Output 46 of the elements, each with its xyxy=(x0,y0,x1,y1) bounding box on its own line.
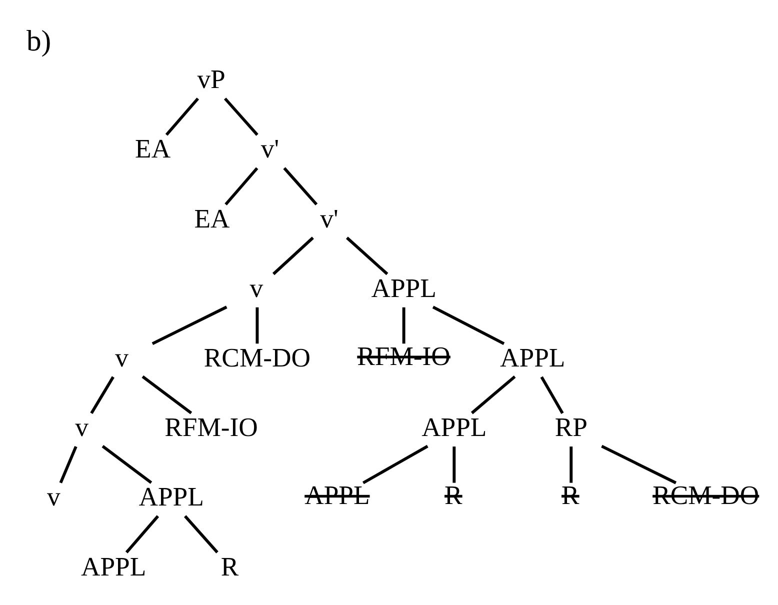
connector xyxy=(59,445,78,483)
node-text: v xyxy=(250,272,264,302)
connector xyxy=(362,444,428,484)
node-text: R xyxy=(562,480,580,510)
node-text: RCM-DO xyxy=(204,342,310,372)
node-text: v' xyxy=(320,202,338,233)
connector xyxy=(283,166,318,205)
node-text: APPL xyxy=(304,480,370,510)
node-text: APPL xyxy=(81,550,146,581)
connector xyxy=(165,97,200,136)
connector xyxy=(224,97,258,136)
connector xyxy=(125,514,160,553)
node-text: v xyxy=(115,342,128,372)
node-text: R xyxy=(444,480,462,510)
connector xyxy=(540,376,564,414)
node-text: v xyxy=(46,481,60,512)
connector xyxy=(432,305,505,344)
connector xyxy=(152,305,228,345)
node-text: EA xyxy=(135,133,171,164)
node-text: EA xyxy=(194,202,230,233)
connector xyxy=(142,374,192,414)
node-text: APPL xyxy=(371,272,436,302)
node-text: v' xyxy=(260,133,280,164)
connector xyxy=(184,514,218,553)
connector xyxy=(90,376,114,414)
node-text: R xyxy=(220,550,239,581)
node-text: RFM-IO xyxy=(357,340,450,371)
connector xyxy=(272,236,314,275)
node-text: RCM-DO xyxy=(652,480,760,510)
connector xyxy=(256,306,259,344)
connector xyxy=(346,236,388,275)
node-text: vP xyxy=(197,64,226,94)
connector xyxy=(601,444,677,484)
node-text: APPL xyxy=(500,342,566,372)
node-text: APPL xyxy=(422,412,487,442)
node-text: v xyxy=(75,412,88,442)
connector xyxy=(102,444,152,484)
diagram-title: b) xyxy=(26,25,52,58)
connector xyxy=(224,166,258,205)
node-text: RFM-IO xyxy=(164,412,258,442)
connector xyxy=(470,374,516,414)
connector xyxy=(452,446,456,482)
connector xyxy=(402,306,406,344)
node-text: RP xyxy=(554,412,588,442)
connector xyxy=(570,446,573,482)
node-text: APPL xyxy=(138,481,204,512)
